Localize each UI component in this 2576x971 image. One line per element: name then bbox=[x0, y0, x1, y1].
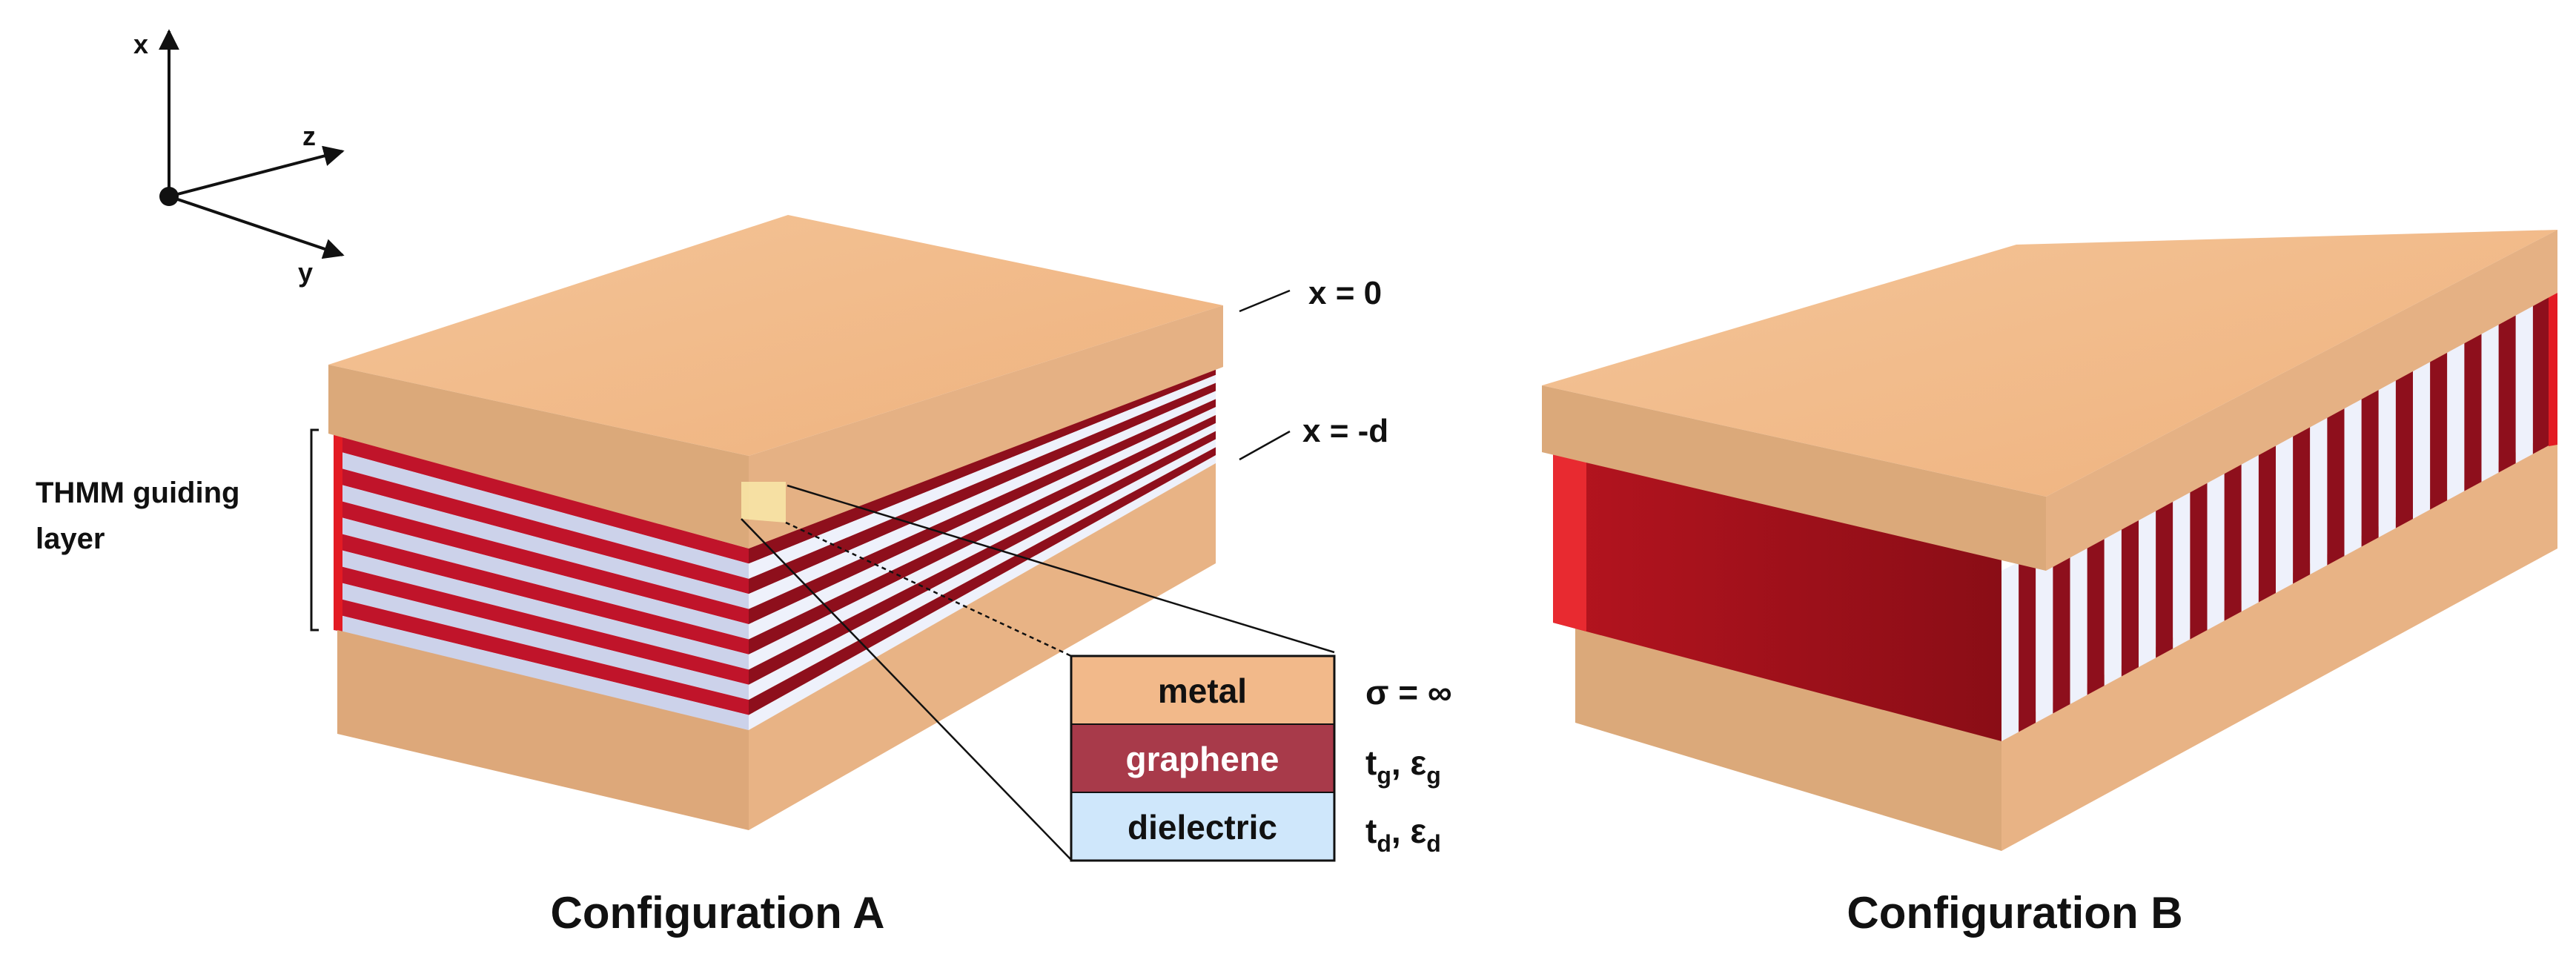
b-vertical-stripe bbox=[2019, 553, 2036, 732]
label-thmm-line2: layer bbox=[36, 523, 105, 555]
leader-lines bbox=[741, 289, 1335, 861]
b-vertical-stripe bbox=[2378, 371, 2396, 537]
block-configuration-b bbox=[1542, 230, 2557, 851]
b-vertical-stripe bbox=[2464, 327, 2482, 491]
b-vertical-stripe bbox=[2104, 509, 2122, 686]
block-configuration-a bbox=[328, 215, 1223, 830]
front-left-edge bbox=[334, 434, 342, 632]
legend-graphene-swatch bbox=[1071, 724, 1334, 792]
legend-graphene-label: graphene bbox=[1125, 740, 1279, 778]
side-layer-stripe bbox=[749, 374, 1216, 579]
b-inner-graphene-face bbox=[1553, 437, 2001, 741]
side-layer-stripe bbox=[749, 399, 1216, 625]
top-metal-front-face bbox=[328, 365, 749, 549]
b-vertical-stripe bbox=[2515, 301, 2533, 463]
b-vertical-stripe bbox=[2327, 397, 2345, 566]
legend-metal-property: σ = ∞ bbox=[1365, 673, 1452, 712]
legend-metal-label: metal bbox=[1158, 672, 1247, 710]
b-vertical-stripe bbox=[2258, 431, 2276, 603]
b-vertical-layer-stack bbox=[2001, 293, 2557, 741]
front-layer-stripe bbox=[334, 548, 749, 670]
side-layer-stripe bbox=[749, 391, 1216, 609]
b-vertical-stripe bbox=[2413, 354, 2431, 519]
b-vertical-stripe bbox=[2310, 405, 2328, 574]
legend-dielectric-swatch bbox=[1071, 792, 1334, 861]
front-layer-stripe bbox=[334, 499, 749, 625]
lower-metal-front-face bbox=[337, 630, 749, 830]
b-vertical-stripe bbox=[2344, 388, 2362, 556]
b-vertical-stripe bbox=[2173, 475, 2191, 649]
b-top-metal-side-face bbox=[2046, 230, 2557, 571]
b-vertical-stripe bbox=[2121, 501, 2139, 677]
side-layer-stripe bbox=[749, 407, 1216, 640]
top-metal-top-face bbox=[328, 215, 1223, 456]
legend-dielectric-property: td, εd bbox=[1365, 812, 1441, 857]
side-layer-stripe bbox=[749, 382, 1216, 594]
front-face-layer-stack bbox=[334, 434, 749, 730]
b-vertical-stripe bbox=[2036, 544, 2053, 723]
b-inner-left-edge bbox=[1553, 437, 1586, 632]
legend-metal-swatch bbox=[1071, 656, 1334, 724]
b-vertical-stripe bbox=[2481, 319, 2499, 482]
caption-configuration-b: Configuration B bbox=[1847, 888, 2182, 938]
label-x-zero: x = 0 bbox=[1308, 275, 1382, 311]
b-vertical-stripe bbox=[2139, 492, 2156, 667]
b-vertical-stripe bbox=[2207, 457, 2225, 630]
front-layer-stripe bbox=[334, 483, 749, 609]
cutout-highlight bbox=[741, 482, 786, 523]
legend-graphene-property: tg, εg bbox=[1365, 743, 1441, 789]
b-vertical-stripe bbox=[2224, 448, 2242, 621]
b-vertical-stripe bbox=[2241, 440, 2259, 612]
thmm-bracket bbox=[310, 428, 319, 632]
axis-label-z: z bbox=[302, 121, 316, 151]
front-layer-stripe bbox=[334, 613, 749, 730]
b-top-metal-front-face bbox=[1542, 385, 2046, 571]
front-layer-stripe bbox=[334, 580, 749, 700]
front-layer-stripe bbox=[334, 466, 749, 594]
top-metal-side-face bbox=[749, 305, 1223, 549]
b-vertical-stripe bbox=[2498, 310, 2516, 473]
caption-configuration-a: Configuration A bbox=[550, 888, 884, 938]
front-layer-stripe bbox=[334, 450, 749, 579]
b-vertical-stripe bbox=[2190, 466, 2208, 640]
b-vertical-stripe bbox=[2070, 527, 2087, 704]
b-vertical-stripe bbox=[2087, 518, 2105, 695]
b-lower-metal-front-face bbox=[1575, 602, 2001, 851]
legend-dielectric-label: dielectric bbox=[1128, 808, 1277, 846]
label-thmm-line1: THMM guiding bbox=[36, 477, 239, 509]
axis-label-x: x bbox=[133, 29, 148, 59]
b-vertical-stripe bbox=[2447, 336, 2465, 500]
front-layer-stripe bbox=[334, 597, 749, 715]
front-layer-stripe bbox=[334, 515, 749, 640]
side-layer-stripe bbox=[749, 367, 1216, 564]
axis-label-y: y bbox=[298, 257, 313, 288]
origin-dot bbox=[159, 187, 179, 206]
b-vertical-stripe bbox=[2293, 414, 2311, 584]
b-vertical-stripe bbox=[2395, 362, 2413, 528]
front-layer-stripe bbox=[334, 434, 749, 564]
lower-metal-side-face bbox=[749, 463, 1216, 830]
b-vertical-stripe bbox=[2156, 483, 2173, 658]
front-layer-stripe bbox=[334, 564, 749, 685]
b-top-metal-top-face bbox=[1542, 230, 2557, 497]
side-layer-stripe bbox=[749, 415, 1216, 654]
b-vertical-stripe bbox=[2532, 293, 2550, 454]
front-layer-stripe bbox=[334, 531, 749, 654]
b-right-edge bbox=[2549, 293, 2557, 446]
b-lower-metal-side-face bbox=[2001, 430, 2557, 851]
b-vertical-stripe bbox=[2430, 345, 2448, 510]
side-layer-stripe bbox=[749, 422, 1216, 670]
b-vertical-stripe bbox=[2276, 422, 2294, 593]
material-legend: metal graphene dielectric σ = ∞ tg, εg t… bbox=[1070, 654, 1452, 862]
side-layer-stripe bbox=[749, 455, 1216, 730]
side-layer-stripe bbox=[749, 431, 1216, 685]
b-vertical-stripe bbox=[2053, 536, 2070, 714]
b-vertical-stripe bbox=[2001, 562, 2019, 741]
coordinate-axes: x z y bbox=[133, 29, 345, 288]
label-x-minus-d: x = -d bbox=[1302, 413, 1388, 449]
b-vertical-stripe bbox=[2361, 380, 2379, 547]
side-layer-stripe bbox=[749, 439, 1216, 700]
